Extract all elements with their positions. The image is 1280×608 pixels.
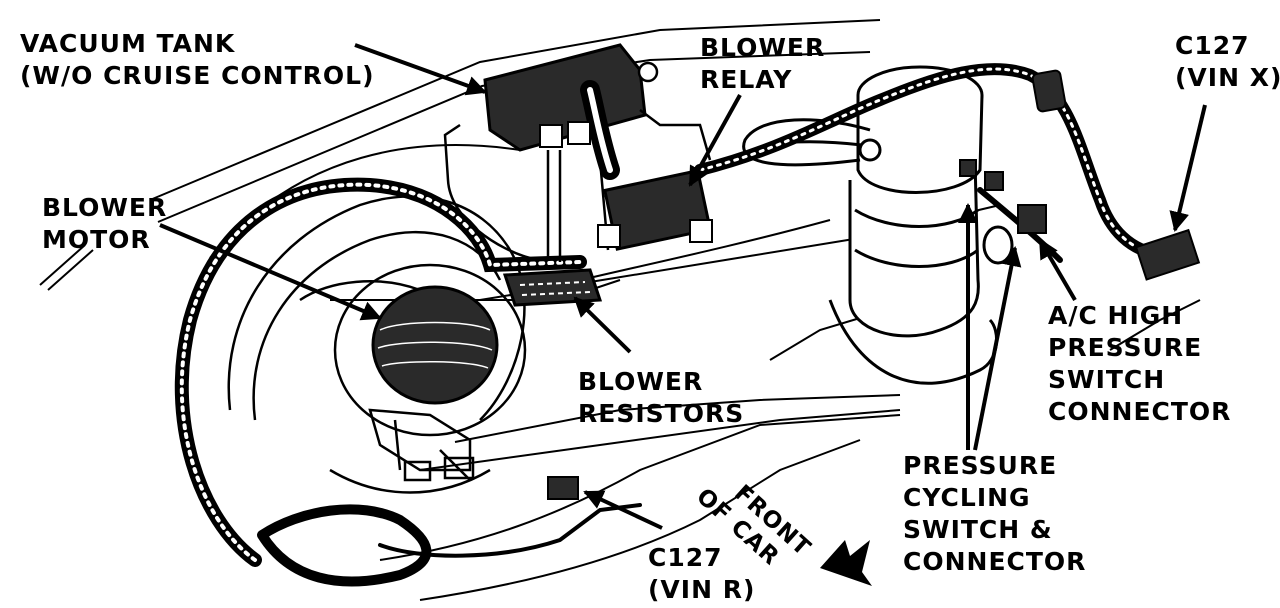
arrow-c127-vin-r — [583, 490, 663, 530]
main-wiring-harness — [174, 177, 642, 587]
accumulator — [828, 65, 999, 385]
motor-bracket — [368, 408, 475, 482]
label-blower-relay: BLOWER RELAY — [700, 33, 826, 94]
label-blower-resistors: BLOWER RESISTORS — [578, 367, 745, 428]
label-vacuum-tank: VACUUM TANK (W/O CRUISE CONTROL) — [20, 29, 375, 90]
label-ac-high-pressure: A/C HIGH PRESSURE SWITCH CONNECTOR — [1048, 301, 1232, 426]
arrow-blower-motor — [159, 223, 382, 321]
arrow-vacuum-tank — [354, 43, 487, 96]
vacuum-tank — [483, 43, 659, 180]
label-pressure-cycling: PRESSURE CYCLING SWITCH & CONNECTOR — [903, 451, 1087, 576]
label-c127-vin-r: C127 (VIN R) — [648, 543, 756, 604]
arrow-pressure-cycling-2 — [973, 246, 1022, 451]
arrow-c127-vin-x — [1169, 104, 1207, 232]
blower-resistors — [502, 268, 603, 307]
leader-arrows — [159, 43, 1207, 530]
label-c127-vin-x: C127 (VIN X) — [1175, 31, 1280, 92]
front-of-car-arrow — [820, 540, 872, 586]
arrow-blower-resistors — [573, 296, 632, 354]
blower-relay — [597, 168, 713, 251]
arrow-ac-high-pressure — [1038, 238, 1077, 302]
blower-motor — [371, 285, 499, 405]
arrow-blower-relay — [688, 94, 742, 187]
label-blower-motor: BLOWER MOTOR — [42, 193, 168, 254]
